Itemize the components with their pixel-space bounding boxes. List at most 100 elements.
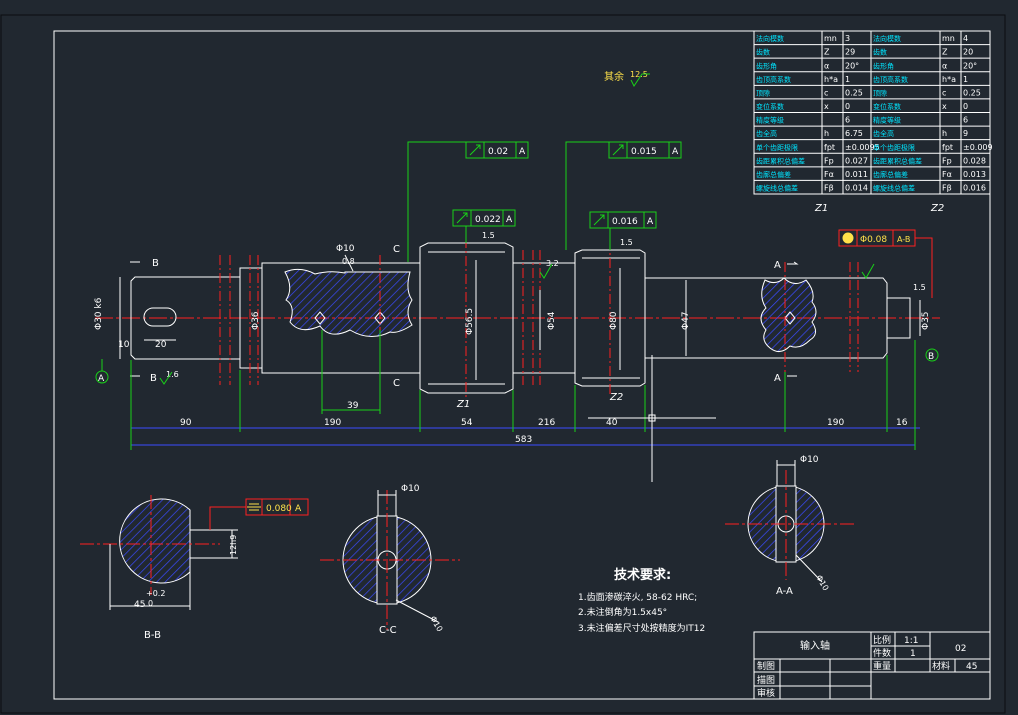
title-row-review: 审核 (757, 687, 775, 699)
sec-b-label: B-B (144, 630, 161, 641)
gear-table-left-name: 齿全高 (756, 129, 777, 138)
gear-table-left-sym: mn (824, 34, 837, 43)
gear-table-left-val: 0.011 (845, 170, 868, 179)
dim-len-40: 40 (606, 418, 618, 428)
keyway-slot (143, 307, 177, 327)
title-qty-value: 1 (910, 649, 916, 659)
gear-table-right-val: ±0.009 (963, 143, 993, 152)
gdt-runout-1: 0.02 A (407, 141, 529, 262)
title-drawing-no: 02 (955, 644, 966, 654)
broken-section-left (284, 268, 413, 337)
gear-table-right-val: 4 (963, 34, 968, 43)
gear-table-right-name: 精度等级 (873, 116, 901, 125)
drawing-frame (53, 30, 991, 700)
gear-table-right-val: 20 (963, 48, 973, 57)
gear-table-left-name: 齿距累积总偏差 (756, 156, 805, 165)
chamfer-callout-1: 1.5 (482, 231, 495, 240)
sec-c-label: C-C (379, 625, 397, 636)
gdt-coaxial: Φ0.08 A-B (838, 229, 933, 298)
technical-requirements: 技术要求: 1.齿面渗碳淬火, 58-62 HRC; 2.未注倒角为1.5x45… (578, 567, 705, 634)
sec-a-hole: Φ10 (800, 455, 819, 465)
sheet-outer-border (0, 14, 1006, 714)
gear-table-right-name: 螺旋线总偏差 (873, 184, 915, 193)
chamfer-callout-3: 1.5 (913, 283, 926, 292)
main-gear-z1: Z1 (456, 399, 470, 410)
gear-table-left-name: 单个齿距极限 (756, 143, 798, 152)
gear-table-left-val: 0 (845, 102, 850, 111)
section-view-a-a: Φ10 Φ10 A-A (725, 455, 855, 597)
section-view-b-b: 12h9 45 +0.2 0 B-B (80, 495, 238, 641)
gear-table-right-sym: mn (942, 34, 955, 43)
cad-crosshair-cursor[interactable] (588, 355, 716, 482)
dim-len-16: 16 (896, 418, 908, 428)
svg-text:A: A (295, 504, 302, 514)
sec-c-hole: Φ10 (401, 484, 420, 494)
section-mark-a-top: A (774, 260, 781, 271)
gear-table-right-val: 6 (963, 116, 968, 125)
gear-table-left-sym: Fα (824, 170, 834, 179)
gear-table-left-sym: α (824, 61, 829, 70)
gear-table-left-name: 齿顶高系数 (756, 75, 791, 84)
gear-table-left-sym: h*a (824, 75, 838, 84)
title-scale-value: 1:1 (904, 636, 918, 646)
title-weight-label: 重量 (873, 660, 891, 672)
dim-d-4: Φ54 (547, 311, 557, 330)
gear-table-right-sym: fpt (942, 143, 953, 152)
svg-text:Φ0.08: Φ0.08 (860, 235, 887, 245)
gear-table-left-name: 变位系数 (756, 102, 784, 111)
title-material-value: 45 (966, 662, 977, 672)
sec-b-width: 12h9 (229, 535, 238, 555)
datum-b-marker (925, 348, 939, 362)
main-gear-z2: Z2 (609, 392, 623, 403)
sec-c-hole-2: Φ10 (428, 615, 444, 634)
dim-len-216: 216 (538, 418, 555, 428)
gdt-symmetry: 0.080 A (209, 498, 309, 530)
svg-text:A: A (506, 215, 513, 225)
gear-table-left-sym: x (824, 102, 829, 111)
requirement-1: 1.齿面渗碳淬火, 58-62 HRC; (578, 591, 697, 603)
svg-text:0.022: 0.022 (475, 215, 501, 225)
gear-table-right-val: 0 (963, 102, 968, 111)
gear-table-right-name: 变位系数 (873, 102, 901, 111)
section-mark-a-bottom: A (774, 373, 781, 384)
gear-table-left-val: ±0.0095 (845, 143, 880, 152)
dim-len-190a: 190 (324, 418, 341, 428)
dim-len-190b: 190 (827, 418, 844, 428)
sec-a-label: A-A (776, 586, 793, 597)
gear-table-left-sym: Fp (824, 156, 834, 165)
dim-d-2: Φ36 (251, 311, 261, 330)
gear-table-left-val: 0.25 (845, 88, 863, 97)
section-mark-b-bottom: B (150, 373, 157, 384)
svg-text:A: A (519, 147, 526, 157)
svg-text:A: A (647, 217, 654, 227)
dim-key-16: 10 (118, 340, 130, 350)
gear-table-right-sym: Fβ (942, 184, 952, 193)
gear-table-left-val: 6.75 (845, 129, 863, 138)
svg-text:A: A (672, 147, 679, 157)
sec-b-tol-upper: +0.2 (146, 589, 165, 598)
shaft-main-view: Φ30 k6 Φ36 Φ56.5 Φ54 Φ80 Φ47 Φ35 10 20 Φ… (94, 231, 940, 410)
sec-b-tol-lower: 0 (148, 599, 153, 608)
gear-table-left-val: 1 (845, 75, 850, 84)
section-view-c-c: Φ10 Φ10 C-C (320, 484, 460, 636)
datum-a-label: A (98, 374, 105, 384)
gear-table-right-val: 0.028 (963, 156, 986, 165)
sec-a-hole-2: Φ10 (814, 574, 830, 593)
gear-table-right-name: 齿顶高系数 (873, 75, 908, 84)
length-dimensions: 90 190 39 54 216 40 190 16 583 (130, 330, 920, 450)
gear-table-left-name: 螺旋线总偏差 (756, 184, 798, 193)
gdt-runout-2: 0.015 A (565, 141, 682, 250)
roughness-callout-16: 1.6 (166, 370, 179, 379)
gear-table-right-sym: Fp (942, 156, 952, 165)
roughness-note: 其余 (604, 70, 624, 83)
roughness-note-value: 12.5 (630, 70, 648, 79)
requirement-3: 3.未注偏差尺寸处按精度为IT12 (578, 622, 705, 634)
roughness-symbol-icon (630, 73, 650, 87)
gear-table-left-sym: fpt (824, 143, 835, 152)
gear-label-z1: Z1 (814, 203, 828, 214)
gear-table-right-val: 0.016 (963, 184, 986, 193)
gdt-runout-4: 0.016 A (589, 211, 657, 250)
gear-table-right-sym: α (942, 61, 947, 70)
gear-table-left-sym: Fβ (824, 184, 834, 193)
